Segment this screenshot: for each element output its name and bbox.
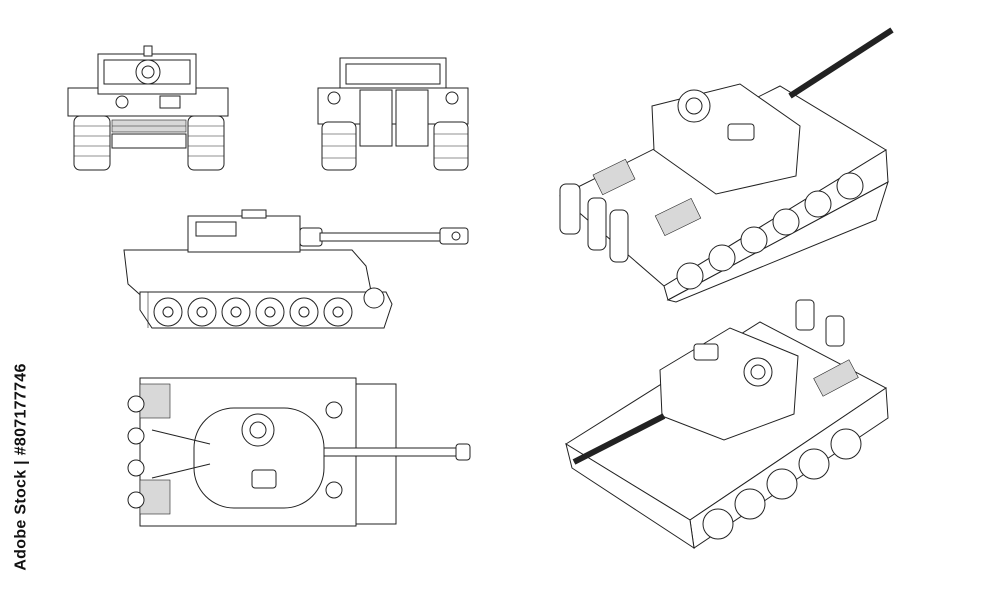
stock-id-label: Adobe Stock | #807177746 [10,355,34,579]
tank-side-view [123,209,469,329]
tank-isometric-front-view [565,299,889,550]
stock-id-text: Adobe Stock | #807177746 [13,363,30,571]
tank-isometric-rear-view [559,27,894,303]
tank-rear-view [317,57,469,171]
tank-front-view [67,45,229,171]
tank-top-view [127,377,471,527]
